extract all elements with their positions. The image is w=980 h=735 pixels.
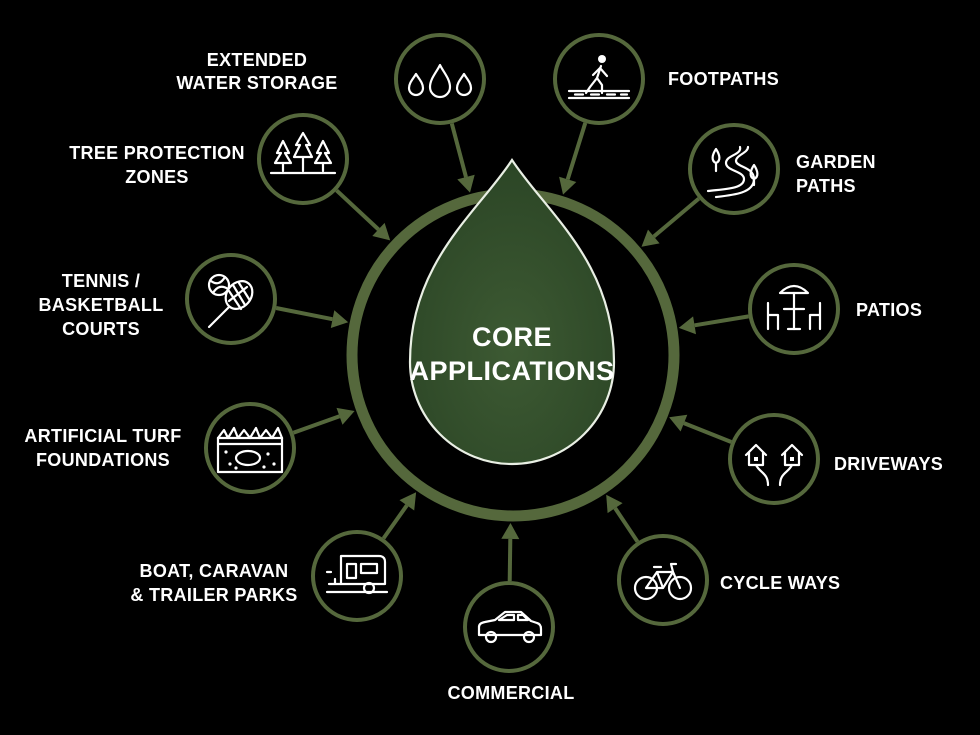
label-patios: PATIOS [856, 300, 922, 320]
spoke-line [694, 314, 749, 328]
center-title-line-1: CORE [472, 322, 552, 352]
turf-layers-icon [216, 426, 284, 474]
node-driveways [728, 413, 820, 505]
label-footpaths: FOOTPATHS [668, 69, 779, 89]
label-garden-paths-2: PATHS [796, 176, 856, 196]
spoke-line [381, 504, 409, 540]
arrowhead [606, 494, 623, 514]
arrowhead [372, 222, 391, 241]
spoke-line [565, 122, 588, 180]
spoke-line [683, 421, 733, 444]
arrowhead [641, 229, 660, 247]
label-garden-paths-1: GARDEN [796, 152, 876, 172]
spoke-line [449, 122, 468, 178]
node-circle [394, 33, 486, 125]
node-circle [617, 534, 709, 626]
spoke-line [652, 197, 701, 239]
label-extended-water-storage-1: EXTENDED [207, 50, 307, 70]
water-drops-icon [407, 63, 473, 99]
spoke-line [292, 414, 341, 435]
node-circle [463, 581, 555, 673]
arrowhead [330, 310, 349, 328]
spoke-line [275, 306, 333, 322]
arrowhead [336, 407, 355, 425]
spoke-line [335, 188, 380, 231]
label-tennis-1: TENNIS / [62, 271, 140, 291]
label-tree-protection-2: ZONES [125, 167, 189, 187]
spoke-line [507, 538, 513, 582]
arrowhead [501, 523, 520, 540]
label-commercial: COMMERCIAL [448, 683, 575, 703]
pine-trees-icon [269, 131, 337, 175]
tennis-racket-ball-icon [207, 273, 254, 329]
label-extended-water-storage-2: WATER STORAGE [176, 73, 337, 93]
label-boat-caravan-2: & TRAILER PARKS [130, 585, 297, 605]
core-drop: CORE APPLICATIONS [408, 157, 616, 466]
label-artificial-turf-2: FOUNDATIONS [36, 450, 170, 470]
arrowhead [669, 414, 688, 432]
node-circle [688, 123, 780, 215]
label-artificial-turf-1: ARTIFICIAL TURF [24, 426, 181, 446]
label-tennis-3: COURTS [62, 319, 140, 339]
spoke-line [613, 506, 640, 543]
arrowhead [399, 492, 417, 511]
label-boat-caravan-1: BOAT, CARAVAN [140, 561, 289, 581]
node-circle [204, 402, 296, 494]
caravan-icon [325, 554, 389, 595]
arrowhead [678, 316, 696, 335]
bicycle-icon [633, 562, 693, 601]
node-garden-paths [688, 123, 780, 215]
drop-shape [408, 157, 616, 466]
arrowhead [457, 174, 475, 193]
walking-person-icon [567, 55, 631, 100]
node-commercial [463, 581, 555, 673]
node-artificial-turf-foundations [204, 402, 296, 494]
label-tennis-2: BASKETBALL [39, 295, 164, 315]
center-title-line-2: APPLICATIONS [409, 356, 614, 386]
node-extended-water-storage [394, 33, 486, 125]
label-cycle-ways: CYCLE WAYS [720, 573, 840, 593]
car-icon [477, 610, 543, 644]
patio-table-umbrella-icon [766, 284, 822, 331]
arrowhead [559, 176, 577, 195]
label-tree-protection-1: TREE PROTECTION [69, 143, 245, 163]
node-circle [728, 413, 820, 505]
winding-path-trees-icon [706, 145, 759, 199]
label-driveways: DRIVEWAYS [834, 454, 943, 474]
spokes [275, 122, 749, 582]
houses-driveway-icon [744, 443, 804, 487]
node-cycle-ways [617, 534, 709, 626]
